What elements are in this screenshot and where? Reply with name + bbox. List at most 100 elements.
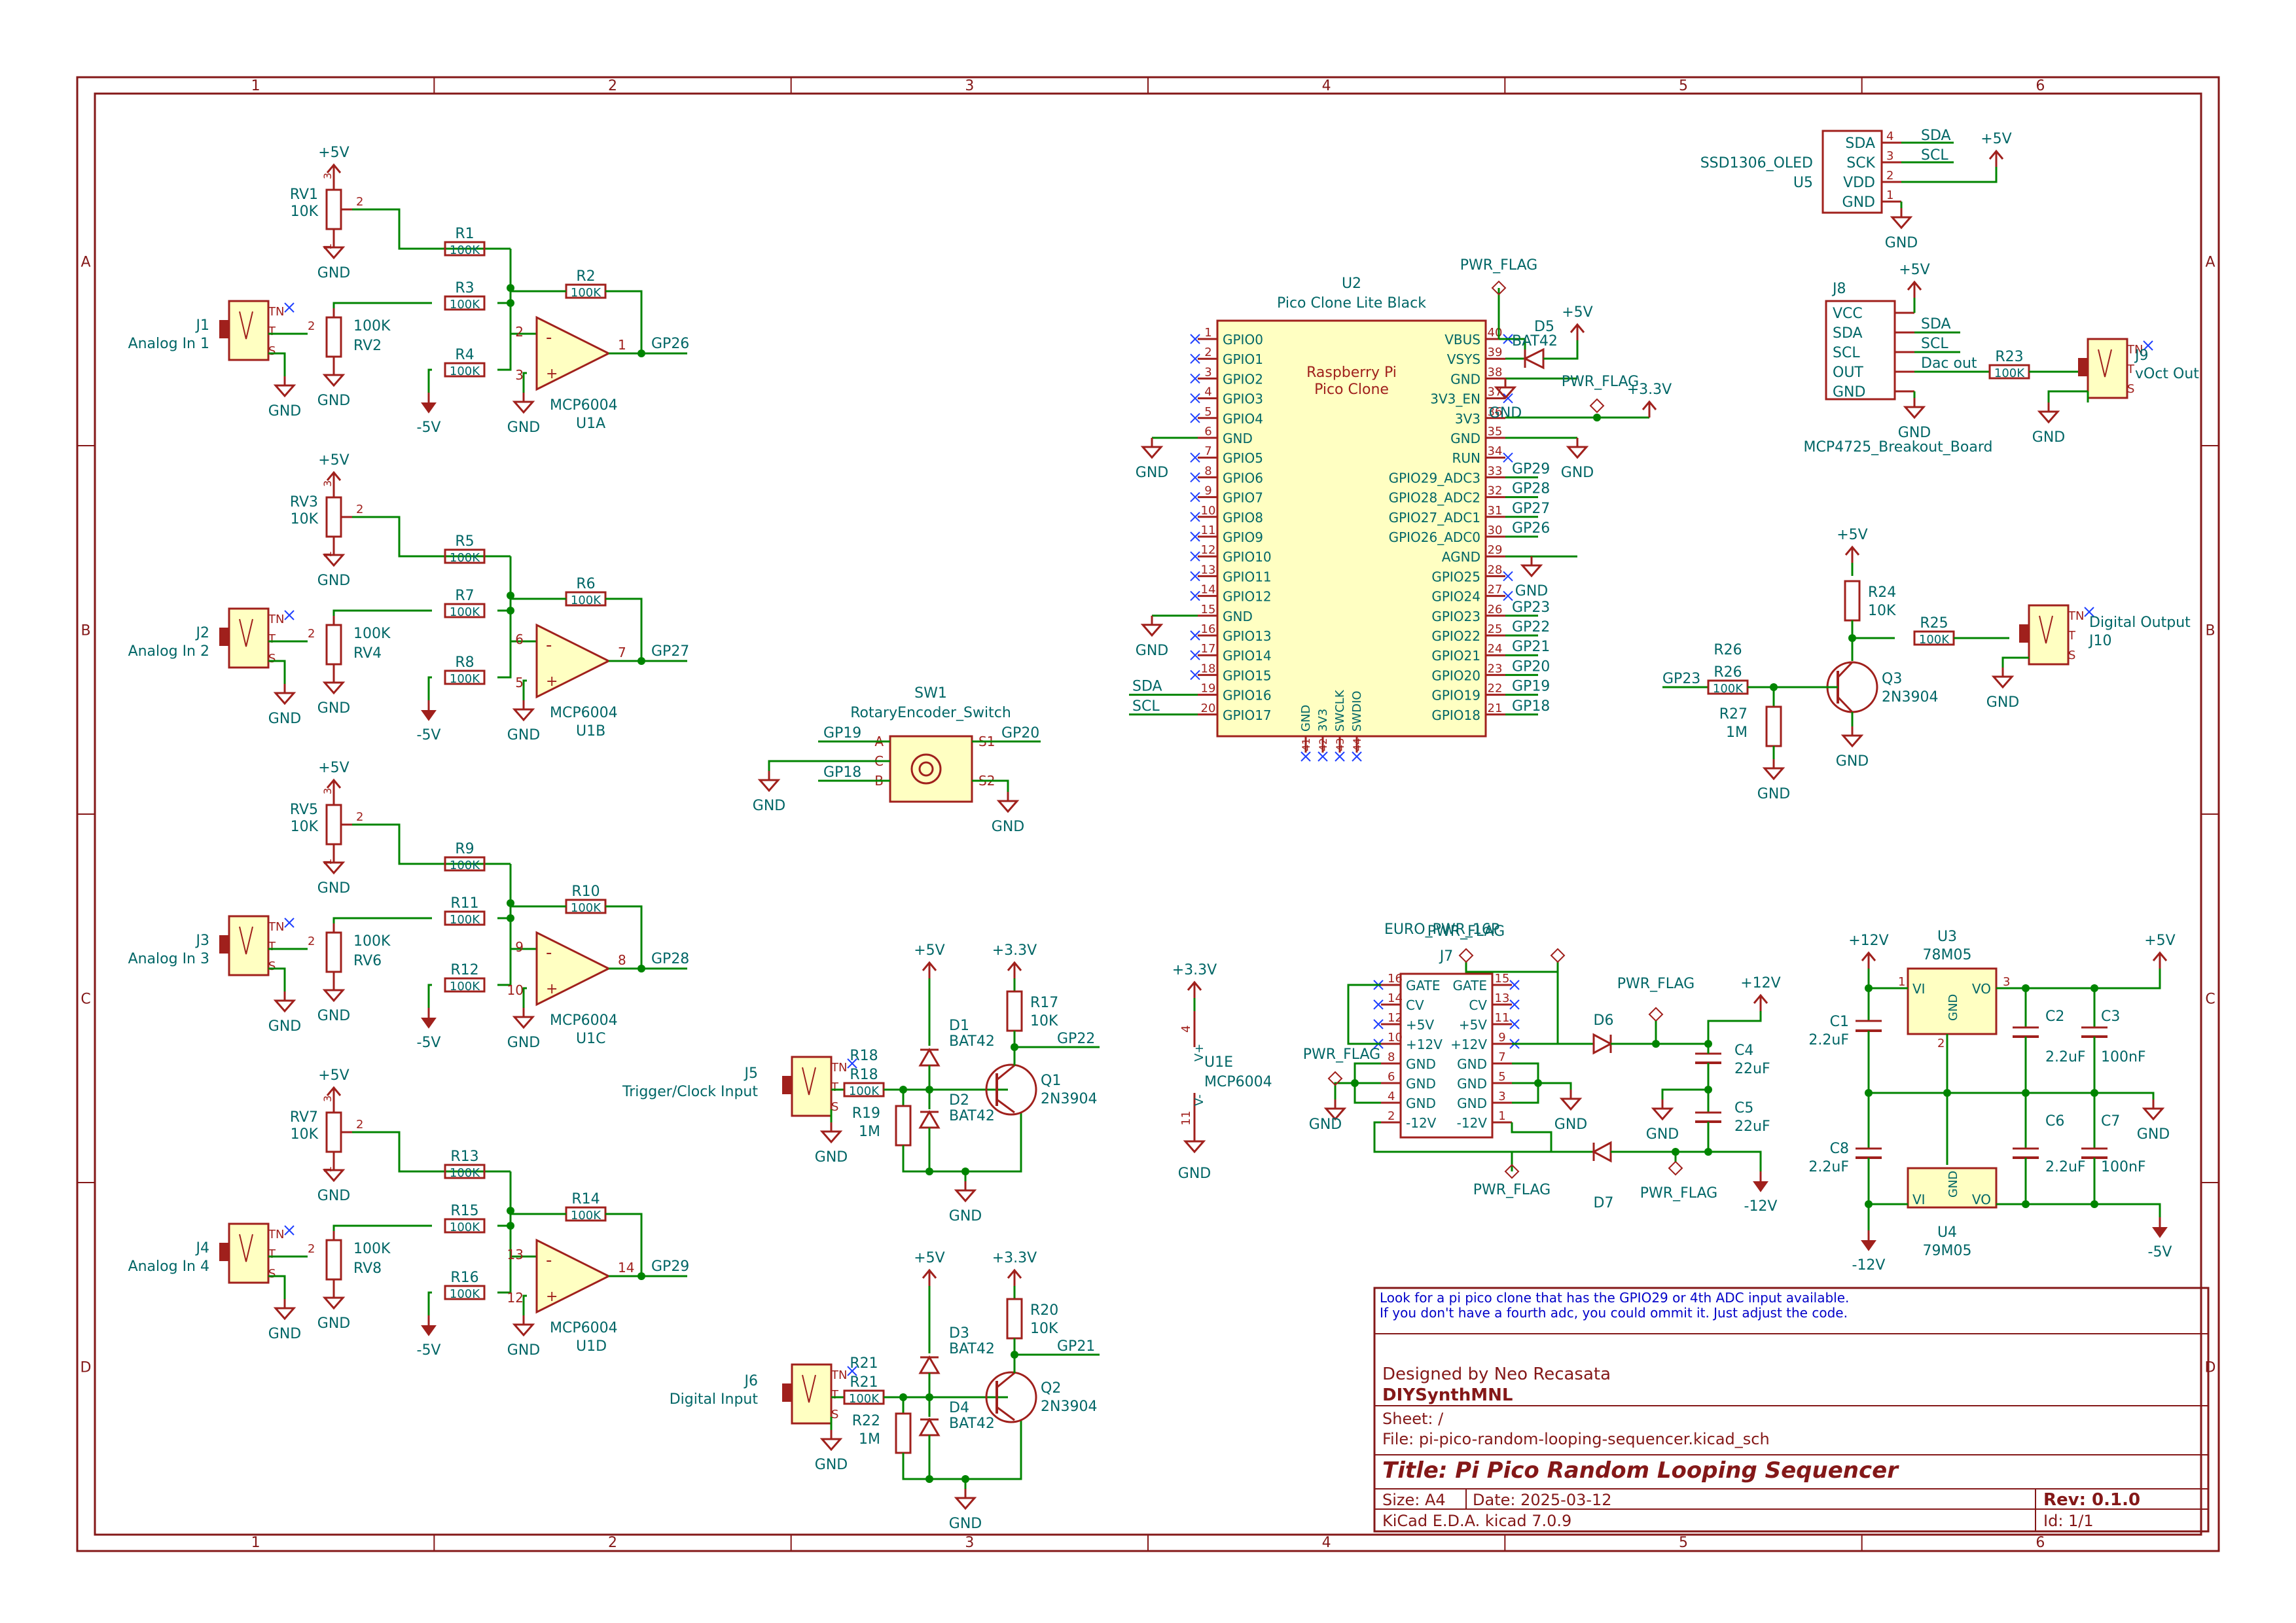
pin-label: 1 [1898, 975, 1905, 989]
jack-contact [2098, 349, 2112, 378]
column-label: 4 [1322, 1535, 1331, 1551]
euro-pin-name: CV [1406, 997, 1424, 1013]
no-connect [1190, 512, 1200, 522]
jack-pin-t: T [831, 1080, 839, 1094]
wire [605, 597, 643, 661]
pico-pin-number: 32 [1488, 484, 1503, 498]
junction-dot [637, 349, 645, 357]
resistor-value: 10K [1868, 603, 1896, 619]
power-label: +12V [1740, 975, 1780, 991]
power-label: +12V [1848, 933, 1888, 949]
pico-pin-number: 13 [1201, 563, 1216, 577]
d5-ref: D5 [1534, 319, 1554, 335]
resistor-body [444, 362, 486, 378]
gnd-label: GND [317, 1008, 350, 1024]
rotary-encoder: SW1RotaryEncoder_SwitchACBS1S2GP19GP18GN… [753, 685, 1041, 835]
opamp-plus: + [546, 981, 558, 997]
euro-pin-number: 16 [1388, 972, 1403, 986]
output-net-label: GP27 [651, 643, 689, 660]
diode-top-value: BAT42 [949, 1033, 995, 1050]
neg-power-arrow [1753, 1181, 1768, 1192]
no-connect [1190, 650, 1200, 660]
resistor-value: 100K [571, 901, 601, 915]
dac-net-label: SDA [1921, 316, 1951, 332]
resistor-body [444, 669, 486, 685]
pwr-flag-label: PWR_FLAG [1617, 976, 1695, 992]
power-arrow [326, 471, 342, 481]
pico-pin-name: GPIO20 [1431, 668, 1480, 683]
no-connect [1190, 393, 1200, 404]
wire [605, 290, 643, 353]
wire [352, 516, 511, 558]
euro-pin-number: 2 [1388, 1109, 1395, 1123]
jack-ref: J2 [195, 625, 210, 641]
wire [268, 967, 286, 991]
gnd-label: GND [1309, 1116, 1342, 1133]
junction-dot [925, 1475, 933, 1483]
power-arrow [2152, 951, 2168, 961]
jack-name: Trigger/Clock Input [622, 1084, 758, 1100]
dac-body [1825, 300, 1896, 401]
pot-top-pin: 3 [321, 480, 334, 487]
opamp-pin-out: 14 [618, 1260, 634, 1275]
wire [427, 984, 432, 1008]
resistor-value: 100K [450, 551, 480, 565]
row-label: D [2205, 1360, 2216, 1376]
wire [522, 987, 527, 1008]
opamp-vp-label: V+ [1193, 1044, 1206, 1061]
jack-sleeve [2078, 358, 2089, 376]
euro-pin-name: -12V [1406, 1115, 1437, 1131]
output-net-label: GP26 [651, 336, 689, 352]
r27-ref: R27 [1719, 706, 1748, 722]
row-label: A [81, 255, 90, 271]
opamp-body [535, 623, 611, 699]
oled-name: SSD1306_OLED [1700, 155, 1813, 171]
no-connect [1190, 669, 1200, 681]
d6-ref: D6 [1594, 1012, 1614, 1029]
pwr-flag-label: PWR_FLAG [1640, 1185, 1717, 1202]
note-line-2: If you don't have a fourth adc, you coul… [1380, 1305, 1848, 1321]
no-connect [1190, 353, 1200, 364]
gnd-symbol [2037, 410, 2060, 424]
resistor-value: 100K [450, 1287, 480, 1301]
jack-name: vOct Out [2135, 366, 2199, 382]
gnd-label: GND [268, 711, 301, 727]
resistor-value: 100K [849, 1084, 880, 1098]
encoder-net-a: GP19 [823, 725, 861, 741]
diode-bot-ref: D4 [949, 1400, 969, 1416]
wire [1512, 1082, 1572, 1090]
c8-value: 2.2uF [1808, 1159, 1849, 1175]
neg-power-arrow [421, 402, 437, 414]
euro-pin-name: +5V [1406, 1017, 1434, 1033]
gnd-symbol [273, 999, 296, 1013]
resistor-body [444, 1164, 486, 1179]
pico-pin-name: GPIO2 [1223, 371, 1263, 387]
pico-pin-number: 20 [1201, 702, 1216, 715]
wire [1901, 167, 1998, 183]
opamp-part: MCP6004 [550, 1012, 618, 1029]
no-connect [1509, 999, 1520, 1010]
no-connect [1190, 452, 1200, 463]
pico-pin-number: 31 [1488, 504, 1503, 518]
power-label: +5V [1837, 527, 1867, 543]
opamp-vm-pin: 11 [1179, 1111, 1193, 1126]
u4-ref: U4 [1937, 1224, 1957, 1241]
encoder-body [889, 735, 973, 803]
oled-pin-number: 2 [1886, 169, 1893, 183]
column-label: 4 [1322, 78, 1331, 94]
junction-dot [1865, 984, 1873, 992]
jack-name: Analog In 4 [128, 1258, 209, 1275]
euro-pin-name: CV [1469, 997, 1487, 1013]
c6-value: 2.2uF [2045, 1159, 2086, 1175]
atten-pin: 2 [308, 319, 315, 333]
jack-pin-tn: TN [268, 305, 284, 319]
resistor-ref: R13 [450, 1149, 478, 1165]
gnd-symbol [1991, 675, 2015, 689]
gnd-label: GND [1178, 1166, 1211, 1182]
pico-net-label: GP22 [1512, 619, 1550, 635]
gnd-symbol [322, 554, 346, 567]
junction-dot [2022, 1200, 2030, 1208]
no-connect [847, 1058, 857, 1069]
